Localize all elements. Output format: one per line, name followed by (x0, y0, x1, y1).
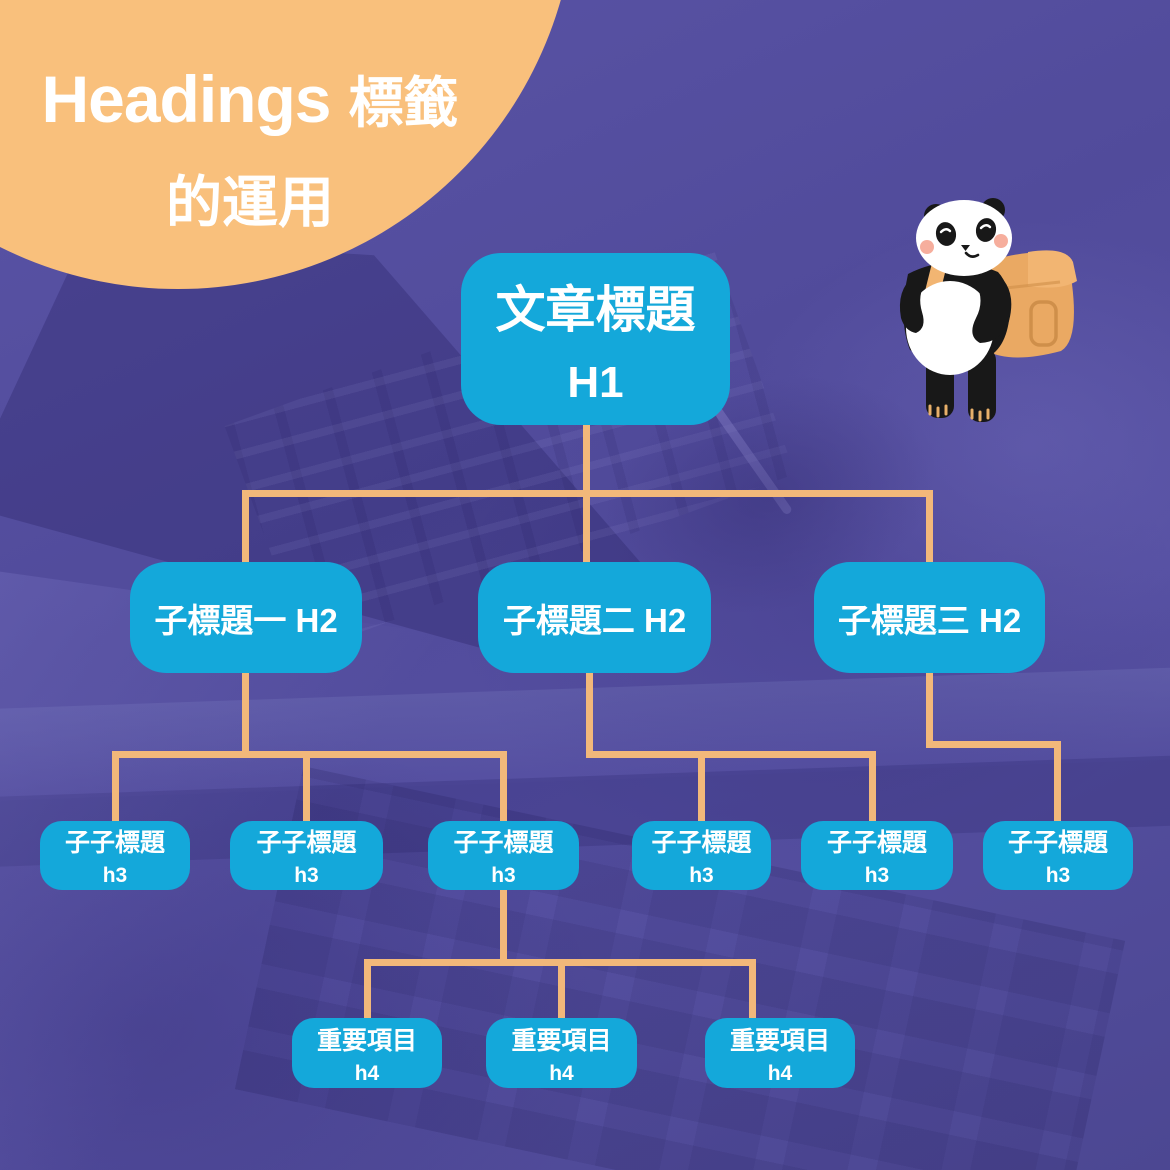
node-h3-6-label: 子子標題 (1007, 829, 1108, 857)
node-h3-4-label: 子子標題 (651, 829, 752, 857)
connector-line (558, 959, 565, 1018)
connector-line (303, 751, 310, 821)
connector-line (586, 751, 876, 758)
node-h3-4-tag: h3 (689, 864, 714, 887)
node-h4-1-label: 重要項目 (316, 1026, 417, 1055)
node-h3-6: 子子標題 h3 (983, 821, 1133, 890)
connector-line (926, 490, 933, 562)
node-h2-1: 子標題一 H2 (130, 562, 362, 673)
connector-line (698, 751, 705, 821)
node-h3-1-label: 子子標題 (64, 829, 165, 857)
title-line-1: Headings 標籤 (10, 58, 490, 138)
title-zh: 標籤 (348, 72, 459, 134)
title-en: Headings (41, 62, 331, 136)
node-h3-2: 子子標題 h3 (230, 821, 383, 890)
connector-line (242, 490, 249, 562)
connector-line (926, 673, 933, 748)
node-h4-3: 重要項目 h4 (705, 1018, 855, 1088)
node-h1-tag: H1 (567, 358, 624, 407)
connector-line (749, 959, 756, 1018)
node-h3-2-label: 子子標題 (256, 829, 357, 857)
node-h2-3-label: 子標題三 H2 (837, 601, 1022, 639)
connector-line (869, 751, 876, 821)
node-h4-1-tag: h4 (354, 1061, 380, 1085)
node-h3-3-tag: h3 (491, 864, 516, 887)
node-h2-2: 子標題二 H2 (478, 562, 711, 673)
connector-line (242, 673, 249, 758)
node-h4-2-tag: h4 (549, 1061, 574, 1085)
panda-illustration (899, 198, 1077, 422)
connector-line (926, 741, 1061, 748)
node-h3-5-tag: h3 (864, 864, 890, 887)
node-h4-3-tag: h4 (767, 1061, 793, 1085)
background-paper-band (0, 666, 1170, 802)
connector-line (500, 890, 507, 966)
node-h3-5: 子子標題 h3 (801, 821, 953, 890)
title-line-2: 的運用 (166, 171, 334, 234)
node-h3-2-tag: h3 (294, 864, 319, 887)
node-h3-4: 子子標題 h3 (632, 821, 771, 890)
node-h3-3-label: 子子標題 (453, 829, 554, 857)
connector-line (1054, 741, 1061, 821)
node-h3-5-label: 子子標題 (826, 829, 927, 857)
node-h2-2-label: 子標題二 H2 (502, 601, 687, 639)
connector-line (500, 751, 507, 821)
node-h3-1-tag: h3 (102, 864, 128, 887)
node-h4-2-label: 重要項目 (511, 1026, 612, 1055)
node-h2-3: 子標題三 H2 (814, 562, 1045, 673)
connector-line (242, 490, 933, 497)
connector-line (586, 673, 593, 758)
node-h3-3: 子子標題 h3 (428, 821, 579, 890)
connector-line (364, 959, 371, 1018)
node-h3-1: 子子標題 h3 (40, 821, 190, 890)
node-h1: 文章標題 H1 (461, 253, 730, 425)
node-h3-6-tag: h3 (1045, 864, 1071, 887)
connector-line (112, 751, 119, 821)
node-h4-3-label: 重要項目 (729, 1026, 830, 1055)
node-h4-2: 重要項目 h4 (486, 1018, 637, 1088)
page-title: Headings 標籤 的運用 (10, 58, 490, 239)
node-h1-label: 文章標題 (495, 282, 696, 338)
node-h2-1-label: 子標題一 H2 (154, 601, 338, 639)
node-h4-1: 重要項目 h4 (292, 1018, 442, 1088)
